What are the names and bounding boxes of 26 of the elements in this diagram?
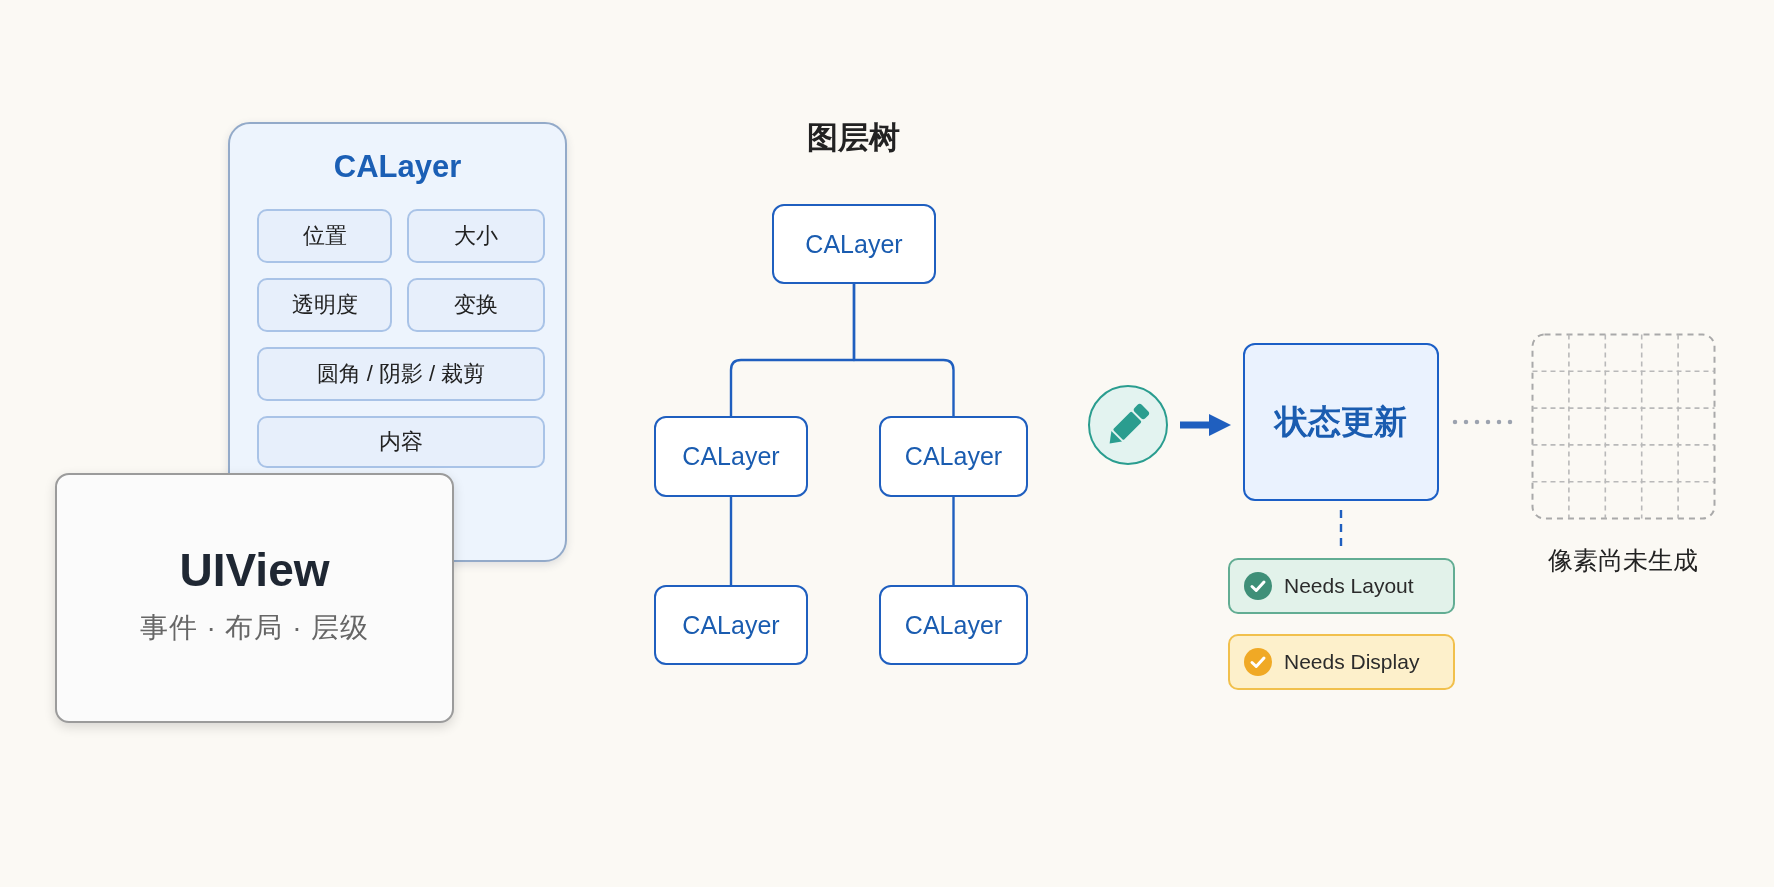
grid-caption: 像素尚未生成: [1548, 544, 1698, 576]
layer-box: CALayer: [654, 585, 808, 665]
section-title: 图层树: [806, 119, 900, 157]
property-box: 位置: [257, 209, 392, 263]
status-tag: [1228, 558, 1455, 614]
state-box: 状态更新: [1243, 343, 1439, 501]
tag-text: Needs Display: [1284, 650, 1420, 674]
layer-box: CALayer: [879, 416, 1028, 497]
connector: [852, 284, 955, 416]
layer-box: CALayer: [772, 204, 936, 284]
property-box: 透明度: [257, 278, 392, 332]
layer-box: CALayer: [654, 416, 808, 497]
tag-text: Needs Layout: [1284, 574, 1414, 598]
dashed-grid: [1531, 333, 1716, 520]
status-tag: [1228, 634, 1455, 690]
property-box: 圆角 / 阴影 / 裁剪: [257, 347, 545, 401]
property-box: 变换: [407, 278, 545, 332]
class-name: UIView: [179, 543, 330, 598]
connector: [952, 497, 955, 585]
property-box: 大小: [407, 209, 545, 263]
view-card: [55, 473, 454, 723]
subtitle: 事件 · 布局 · 层级: [139, 611, 370, 645]
panel-title: CALayer: [333, 148, 462, 186]
property-box: 内容: [257, 416, 545, 468]
layer-box: CALayer: [879, 585, 1028, 665]
connector: [729, 497, 733, 585]
